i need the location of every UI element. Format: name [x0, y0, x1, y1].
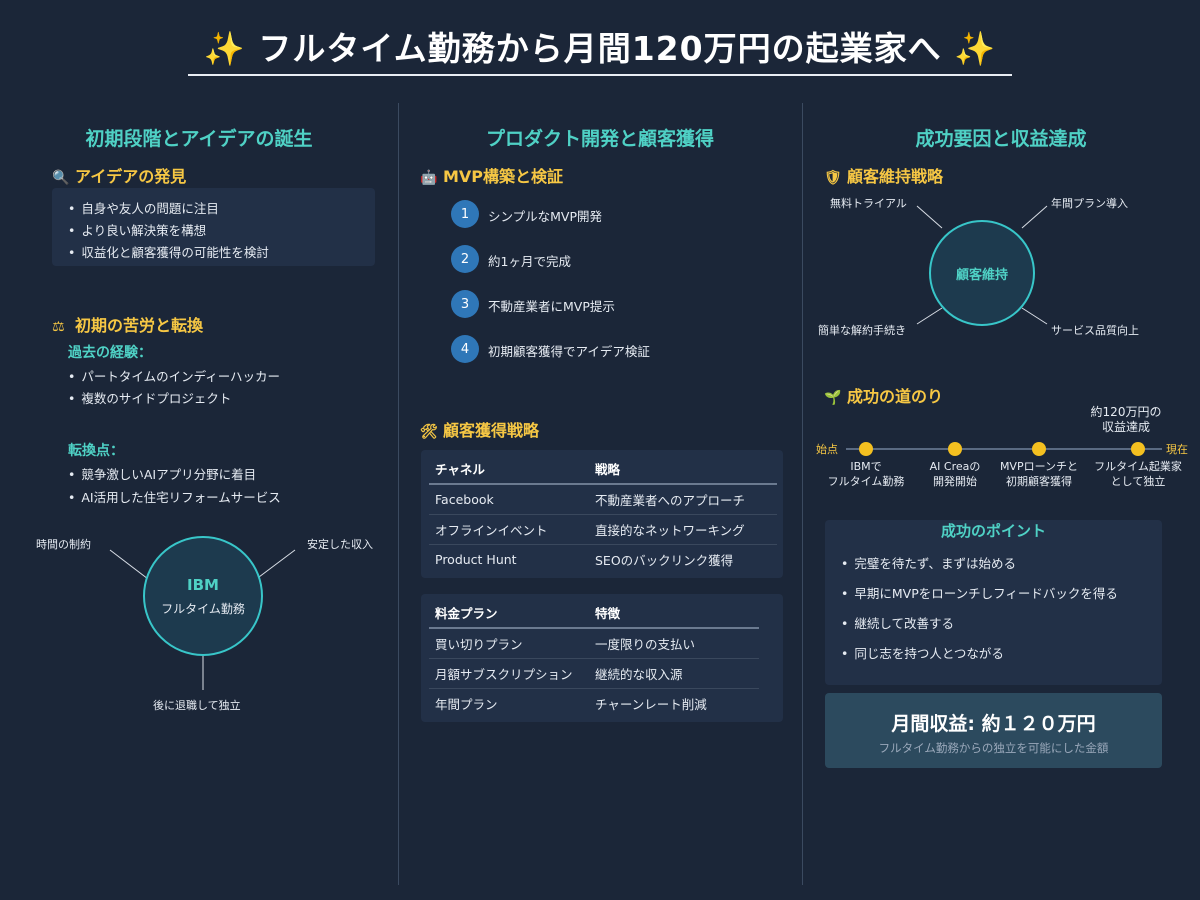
timeline-milestone: フルタイム起業家として独立 — [1094, 460, 1182, 488]
table-cell: 直接的なネットワーキング — [589, 514, 777, 545]
table-row: オフラインイベント 直接的なネットワーキング — [429, 514, 777, 545]
column-divider — [802, 103, 803, 885]
step-text: シンプルなMVP開発 — [488, 209, 602, 224]
magnifier-icon: 🔍 — [52, 170, 70, 186]
table-cell: チャーンレート削減 — [595, 696, 707, 712]
pricing-table: 料金プラン 特徴 買い切りプラン 一度限りの支払い 月額サブスクリプション 継続… — [421, 594, 783, 722]
step-text: 不動産業者にMVP提示 — [488, 299, 615, 314]
idea-section-heading: 🔍アイデアの発見 — [52, 167, 187, 186]
list-item: 同じ志を持つ人とつながる — [841, 643, 1004, 662]
retention-section-heading: 🛡顧客維持戦略 — [824, 167, 944, 186]
timeline-dot — [948, 442, 962, 456]
road-section-heading: 🌱成功の道のり — [824, 387, 944, 406]
acquisition-table: チャネル 戦略 Facebook 不動産業者へのアプローチ オフラインイベント … — [421, 450, 783, 578]
title-underline — [188, 74, 1012, 76]
list-item: 継続して改善する — [841, 613, 954, 632]
col3-heading: 成功要因と収益達成 — [915, 128, 1087, 150]
step-number: 2 — [451, 245, 479, 273]
table-cell: 継続的な収入源 — [589, 658, 759, 689]
col1-heading: 初期段階とアイデアの誕生 — [85, 128, 313, 150]
retention-diagram-lines — [916, 205, 1048, 325]
timeline-dot — [1131, 442, 1145, 456]
retention-bottom-left-label: 簡単な解約手続き — [818, 324, 906, 337]
list-item: 複数のサイドプロジェクト — [68, 388, 231, 407]
page-title: ✨ フルタイム勤務から月間120万円の起業家へ ✨ — [203, 29, 997, 68]
table-cell: 不動産業者へのアプローチ — [589, 484, 777, 515]
table-row: 年間プラン チャーンレート削減 — [429, 688, 759, 718]
list-item: 自身や友人の問題に注目 — [68, 198, 219, 217]
turning-point-heading: 転換点： — [68, 443, 124, 459]
ibm-circle-subtitle: フルタイム勤務 — [161, 601, 245, 616]
mvp-section-heading: 🤖MVP構築と検証 — [420, 167, 564, 186]
success-points-box: 成功のポイント 完璧を待たず、まずは始める 早期にMVPをローンチしフィードバッ… — [825, 520, 1162, 685]
balance-scale-icon: ⚖ — [52, 319, 65, 335]
table-header: 戦略 — [589, 454, 777, 485]
list-item: パートタイムのインディーハッカー — [68, 366, 280, 385]
timeline-end-label: 現在 — [1166, 443, 1188, 456]
list-item: 収益化と顧客獲得の可能性を検討 — [68, 242, 269, 261]
ibm-circle-title: IBM — [187, 575, 219, 594]
retention-circle-label: 顧客維持 — [955, 267, 1008, 283]
table-row: Facebook 不動産業者へのアプローチ — [429, 484, 777, 515]
table-cell: Product Hunt — [435, 551, 517, 567]
retention-circle: 顧客維持 — [929, 220, 1035, 326]
acquisition-section-heading: 🛠顧客獲得戦略 — [420, 421, 540, 440]
revenue-subtitle: フルタイム勤務からの独立を可能にした金額 — [878, 741, 1109, 755]
timeline-milestone: AI Creaの開発開始 — [929, 460, 981, 488]
tools-icon: 🛠 — [420, 424, 438, 440]
table-header: 料金プラン — [429, 598, 589, 629]
table-cell: 年間プラン — [435, 696, 498, 712]
robot-icon: 🤖 — [420, 170, 438, 186]
idea-box: 自身や友人の問題に注目 より良い解決策を構想 収益化と顧客獲得の可能性を検討 — [52, 188, 375, 266]
seedling-icon: 🌱 — [824, 390, 842, 406]
col2-heading: プロダクト開発と顧客獲得 — [485, 128, 714, 150]
table-row: 買い切りプラン 一度限りの支払い — [429, 628, 759, 659]
revenue-title: 月間収益: 約１２０万円 — [891, 713, 1096, 735]
step-number: 3 — [451, 290, 479, 318]
timeline-milestone: MVPローンチと初期顧客獲得 — [999, 460, 1079, 488]
table-cell: 月額サブスクリプション — [429, 658, 589, 689]
step-number: 4 — [451, 335, 479, 363]
list-item: 完璧を待たず、まずは始める — [841, 553, 1016, 572]
table-row: Product Hunt SEOのバックリンク獲得 — [429, 544, 777, 574]
list-item: AI活用した住宅リフォームサービス — [68, 487, 280, 506]
retention-bottom-right-label: サービス品質向上 — [1051, 324, 1139, 337]
revenue-box: 月間収益: 約１２０万円 フルタイム勤務からの独立を可能にした金額 — [825, 693, 1162, 768]
table-cell: 一度限りの支払い — [589, 628, 759, 659]
struggle-section-heading: ⚖初期の苦労と転換 — [52, 316, 204, 335]
timeline-milestone: IBMでフルタイム勤務 — [827, 460, 905, 488]
table-cell: 買い切りプラン — [429, 628, 589, 659]
step-text: 約1ヶ月で完成 — [488, 254, 571, 269]
list-item: 早期にMVPをローンチしフィードバックを得る — [841, 583, 1118, 602]
list-item: 競争激しいAIアプリ分野に着目 — [68, 464, 256, 483]
table-cell: オフラインイベント — [429, 514, 589, 545]
timeline-dot — [859, 442, 873, 456]
table-header: 特徴 — [589, 598, 759, 629]
retention-top-left-label: 無料トライアル — [830, 197, 907, 210]
table-row: 月額サブスクリプション 継続的な収入源 — [429, 658, 759, 689]
ibm-right-label: 安定した収入 — [307, 538, 373, 551]
timeline-top-note: 約120万円の 収益達成 — [1090, 405, 1162, 434]
table-header: チャネル — [429, 454, 589, 485]
retention-top-right-label: 年間プラン導入 — [1051, 197, 1128, 210]
table-cell: Facebook — [429, 484, 589, 515]
past-experience-heading: 過去の経験： — [68, 345, 152, 361]
ibm-circle: IBM フルタイム勤務 — [143, 536, 263, 656]
list-item: より良い解決策を構想 — [68, 220, 206, 239]
ibm-left-label: 時間の制約 — [36, 538, 91, 551]
column-divider — [398, 103, 399, 885]
ibm-bottom-label: 後に退職して独立 — [153, 699, 241, 712]
timeline-dot — [1032, 442, 1046, 456]
step-text: 初期顧客獲得でアイデア検証 — [488, 344, 650, 359]
shield-icon: 🛡 — [824, 170, 842, 186]
timeline-line — [846, 448, 1162, 450]
step-number: 1 — [451, 200, 479, 228]
table-cell: SEOのバックリンク獲得 — [595, 552, 734, 568]
timeline-start-label: 始点 — [816, 443, 838, 456]
success-points-heading: 成功のポイント — [940, 522, 1046, 540]
